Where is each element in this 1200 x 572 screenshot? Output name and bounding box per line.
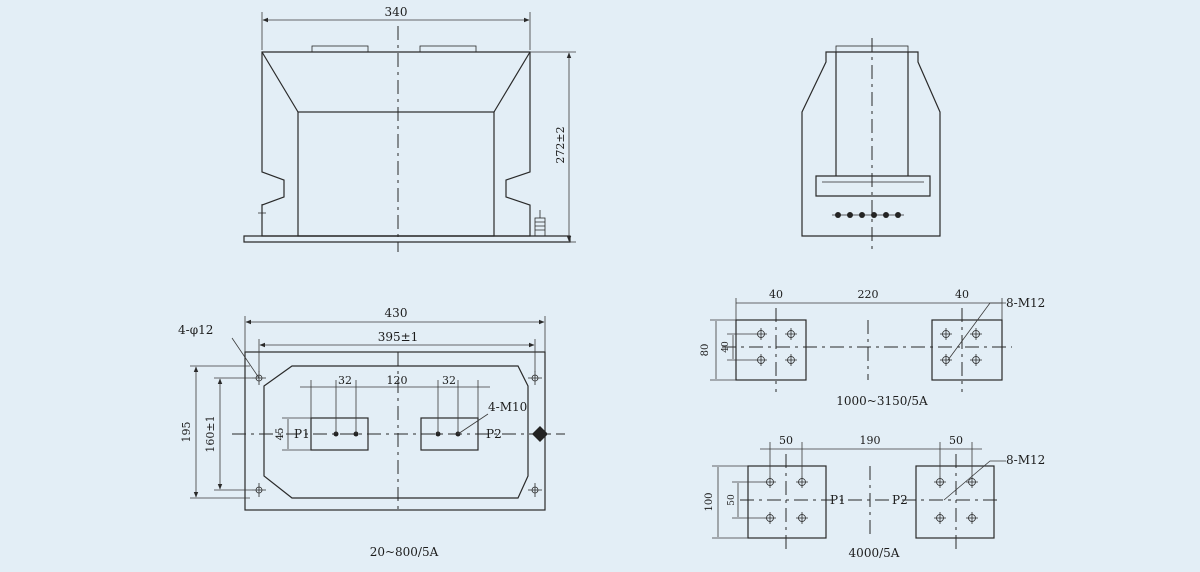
- caption-20-800: 20~800/5A: [370, 545, 439, 559]
- busbar-left: [735, 319, 807, 381]
- dim-40-left: 40: [769, 288, 783, 301]
- terminal-4000-view: 50 190 50 8-M12 100 50 P1 P2 4000/5A: [704, 434, 1045, 560]
- busbar-right: [931, 319, 1003, 381]
- label-4000-p2: P2: [892, 493, 908, 507]
- bolt-holes-right: [940, 328, 982, 366]
- thread-callout-m10: 4-M10: [488, 400, 527, 414]
- front-view: 340 272±2: [243, 5, 576, 252]
- terminal-1000-3150-view: 40 220 40 8-M12 80 40 1000~3150/5A: [700, 288, 1045, 408]
- dim-220: 220: [858, 288, 879, 301]
- label-p2: P2: [486, 427, 502, 441]
- front-view-taper: [261, 51, 531, 113]
- side-view-outline: [801, 51, 941, 237]
- bottom-view-body-outline: [263, 365, 529, 499]
- dim-50-vertical: 50: [727, 494, 737, 506]
- caption-4000: 4000/5A: [849, 546, 900, 560]
- bolt-holes-left: [755, 328, 797, 366]
- dim-hole-spacing: 395±1: [378, 330, 419, 344]
- dim-50-right: 50: [949, 434, 963, 447]
- mounting-holes: [252, 371, 542, 497]
- busbar-4000-left: [747, 465, 827, 539]
- front-width-dimension: 340: [385, 5, 408, 19]
- ground-terminal-icon: [534, 210, 546, 237]
- front-view-terminal-right: [419, 45, 477, 53]
- dim-32-left: 32: [338, 374, 352, 387]
- caption-1000-3150: 1000~3150/5A: [836, 394, 928, 408]
- front-view-terminal-left: [311, 45, 369, 53]
- busbar-4000-right: [915, 465, 995, 539]
- dim-190: 190: [860, 434, 881, 447]
- side-view-secondary-box: [815, 175, 931, 197]
- dim-50-left: 50: [779, 434, 793, 447]
- bottom-view: 430 395±1 4-φ12 32 120 32 4-M10 195 160±…: [178, 306, 565, 559]
- hole-callout: 4-φ12: [178, 323, 213, 337]
- ground-symbol-icon: [532, 426, 548, 442]
- bolt-holes-4000-right: [934, 476, 978, 524]
- front-view-base-plate: [243, 235, 571, 243]
- dim-32-right: 32: [442, 374, 456, 387]
- bolt-holes-4000-left: [764, 476, 808, 524]
- dim-160: 160±1: [204, 415, 217, 452]
- dim-overall: 430: [385, 306, 408, 320]
- thread-callout-m12-a: 8-M12: [1006, 296, 1045, 310]
- dim-40-vertical: 40: [721, 341, 731, 353]
- front-view-core-window: [297, 111, 495, 237]
- dim-100: 100: [704, 492, 715, 511]
- side-view-inner-lines: [835, 52, 909, 176]
- dim-80: 80: [700, 344, 711, 357]
- label-p1: P1: [294, 427, 310, 441]
- dim-45: 45: [275, 428, 286, 441]
- dim-40-right: 40: [955, 288, 969, 301]
- thread-callout-m12-b: 8-M12: [1006, 453, 1045, 467]
- front-height-dimension: 272±2: [554, 126, 567, 163]
- dim-120: 120: [387, 374, 408, 387]
- side-view: [801, 38, 941, 250]
- front-view-outline: [261, 51, 531, 237]
- front-view-mount-mark: [258, 204, 266, 222]
- side-view-terminal-row: [832, 212, 904, 218]
- dim-195: 195: [180, 422, 193, 443]
- label-4000-p1: P1: [830, 493, 846, 507]
